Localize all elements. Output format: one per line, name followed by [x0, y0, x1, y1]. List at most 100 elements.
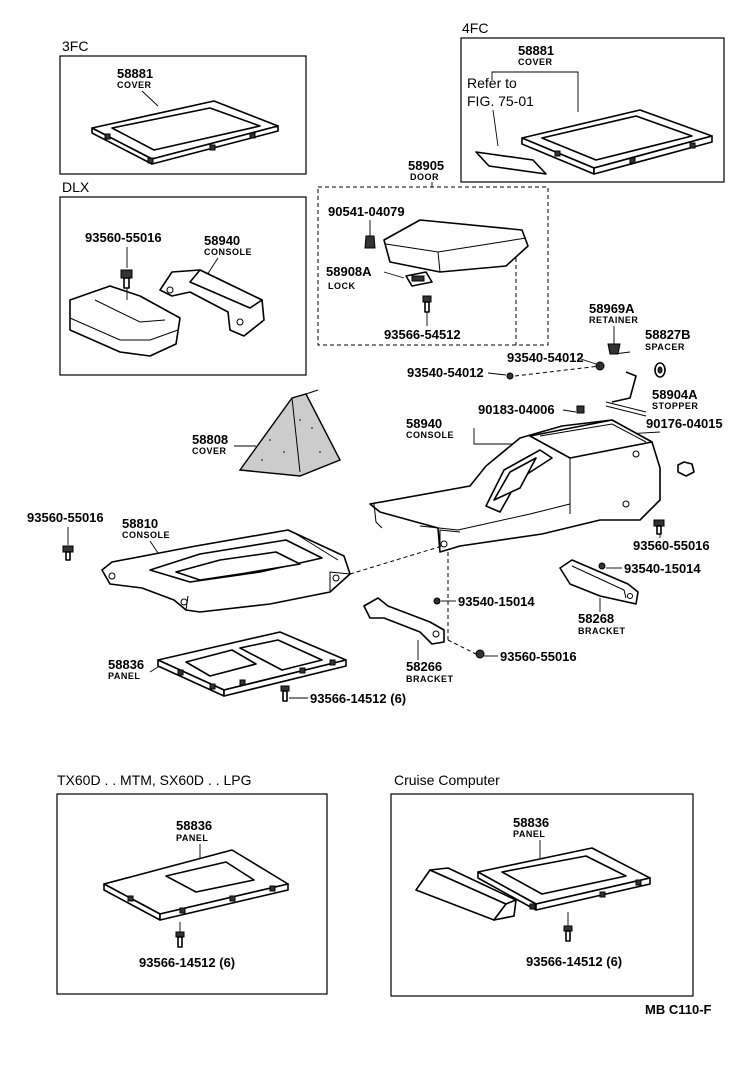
label-dlx-console-pn: 58940 [204, 233, 240, 248]
screw-93540-15014-r-part [598, 562, 606, 570]
label-cover-3fc-name: COVER [117, 80, 152, 90]
screw-93540-15014-c-part [433, 597, 441, 605]
label-retainer-pn: 58969A [589, 301, 635, 316]
tx-panel-part [103, 849, 289, 921]
bolt-90541-part [364, 235, 376, 249]
screw-left-part [62, 545, 74, 561]
screw-93560-55016-c-part [475, 649, 485, 659]
inset-title-3fc: 3FC [62, 38, 88, 54]
panel-group: 58836 PANEL 93566-14512 (6) [108, 631, 406, 706]
label-dlx-console-name: CONSOLE [204, 247, 252, 257]
label-stopper-pn: 58904A [652, 387, 698, 402]
label-tx-panel-pn: 58836 [176, 818, 212, 833]
spacer-part [654, 362, 666, 378]
label-screw-93540-15014-r: 93540-15014 [624, 561, 701, 576]
label-cover-4fc-name: COVER [518, 57, 553, 67]
label-tx-screw: 93566-14512 (6) [139, 955, 235, 970]
stopper-part [605, 371, 647, 417]
label-bracket-c-name: BRACKET [406, 674, 454, 684]
lock-part [405, 271, 433, 287]
label-front-console-name: CONSOLE [122, 530, 170, 540]
nut-90176-part [677, 461, 695, 477]
label-screw-93540-15014-c: 93540-15014 [458, 594, 535, 609]
label-shift-cover-name: COVER [192, 446, 227, 456]
label-cc-panel-name: PANEL [513, 829, 545, 839]
cover-4fc-part [475, 109, 713, 175]
label-cc-screw: 93566-14512 (6) [526, 954, 622, 969]
label-cover-4fc-pn: 58881 [518, 43, 554, 58]
dlx-floor-part [69, 285, 181, 357]
label-bracket-c-pn: 58266 [406, 659, 442, 674]
clip-90183-part [576, 405, 585, 414]
label-bracket-r-name: BRACKET [578, 626, 626, 636]
label-nut-90176: 90176-04015 [646, 416, 723, 431]
dlx-screw-part [120, 269, 133, 289]
refer-text-line2: FIG. 75-01 [467, 93, 534, 109]
label-screw-93540-54012-a: 93540-54012 [507, 350, 584, 365]
cc-box-part [415, 867, 517, 921]
label-lock-name: LOCK [328, 281, 356, 291]
screw-93566-54512-part [422, 295, 432, 313]
label-panel-pn: 58836 [108, 657, 144, 672]
label-screw-93540-54012-b: 93540-54012 [407, 365, 484, 380]
inset-title-dlx: DLX [62, 179, 90, 195]
label-screw-right: 93560-55016 [633, 538, 710, 553]
label-shift-cover-pn: 58808 [192, 432, 228, 447]
inset-cruise: Cruise Computer 58836 PANEL 93566-14512 … [390, 772, 694, 997]
label-bracket-r-pn: 58268 [578, 611, 614, 626]
inset-title-tx60d: TX60D . . MTM, SX60D . . LPG [57, 772, 252, 788]
dlx-console-part [159, 269, 265, 337]
cc-panel-part [477, 847, 651, 911]
shift-cover-group: 58808 COVER [192, 389, 341, 477]
inset-4fc: 4FC 58881 COVER Refer to FIG. 75-01 [460, 20, 725, 183]
inset-tx60d: TX60D . . MTM, SX60D . . LPG 58836 PANEL… [56, 772, 328, 995]
label-stopper-name: STOPPER [652, 401, 698, 411]
label-cc-panel-pn: 58836 [513, 815, 549, 830]
main-console-group: 90183-04006 58940 CONSOLE 90176-04015 [369, 402, 723, 553]
inset-3fc: 3FC 58881 COVER [59, 38, 307, 175]
figure-reference-code: MB C110-F [645, 1002, 712, 1017]
label-lock-pn: 58908A [326, 264, 372, 279]
retainer-part [607, 343, 631, 355]
label-console-pn: 58940 [406, 416, 442, 431]
label-tx-panel-name: PANEL [176, 833, 208, 843]
inset-title-4fc: 4FC [462, 20, 488, 36]
label-bolt-90541: 90541-04079 [328, 204, 405, 219]
label-front-console-pn: 58810 [122, 516, 158, 531]
label-screw-panel: 93566-14512 (6) [310, 691, 406, 706]
label-dlx-screw: 93560-55016 [85, 230, 162, 245]
cc-screw-part [563, 925, 573, 942]
inset-title-cruise: Cruise Computer [394, 772, 500, 788]
label-spacer-name: SPACER [645, 342, 685, 352]
screw-right-part [653, 519, 665, 535]
door-lid-part [383, 219, 529, 345]
label-screw-left: 93560-55016 [27, 510, 104, 525]
bracket-58266-part [363, 597, 445, 645]
tx-screw-part [175, 931, 185, 948]
bracket-right-group: 93560-55016 93540-15014 58268 BRACKET [559, 519, 710, 636]
label-panel-name: PANEL [108, 671, 140, 681]
label-console-name: CONSOLE [406, 430, 454, 440]
shift-cover-part [238, 389, 341, 477]
label-screw-93566-54512: 93566-54512 [384, 327, 461, 342]
screw-93540-54012-b-part [506, 372, 514, 380]
door-group: 58905 DOOR 90541-04079 58908A LOCK 93566… [317, 158, 549, 346]
label-door-name: DOOR [410, 172, 439, 182]
label-door-pn: 58905 [408, 158, 444, 173]
label-cover-3fc-pn: 58881 [117, 66, 153, 81]
label-clip-90183: 90183-04006 [478, 402, 555, 417]
label-retainer-name: RETAINER [589, 315, 638, 325]
bracket-center-group: 93540-15014 93560-55016 58266 BRACKET [363, 552, 577, 684]
label-spacer-pn: 58827B [645, 327, 691, 342]
front-console-group: 93560-55016 58810 CONSOLE [27, 510, 443, 613]
console-part [369, 419, 661, 553]
panel-part [157, 631, 347, 697]
label-screw-93560-55016-c: 93560-55016 [500, 649, 577, 664]
retainer-group: 58969A RETAINER 58827B SPACER 93540-5401… [407, 301, 698, 417]
cover-3fc-part [91, 100, 279, 165]
front-console-part [101, 529, 351, 613]
bracket-58268-part [559, 559, 639, 605]
inset-dlx: DLX 93560-55016 58940 CONSOLE [59, 179, 307, 376]
screw-panel-part [280, 685, 290, 702]
